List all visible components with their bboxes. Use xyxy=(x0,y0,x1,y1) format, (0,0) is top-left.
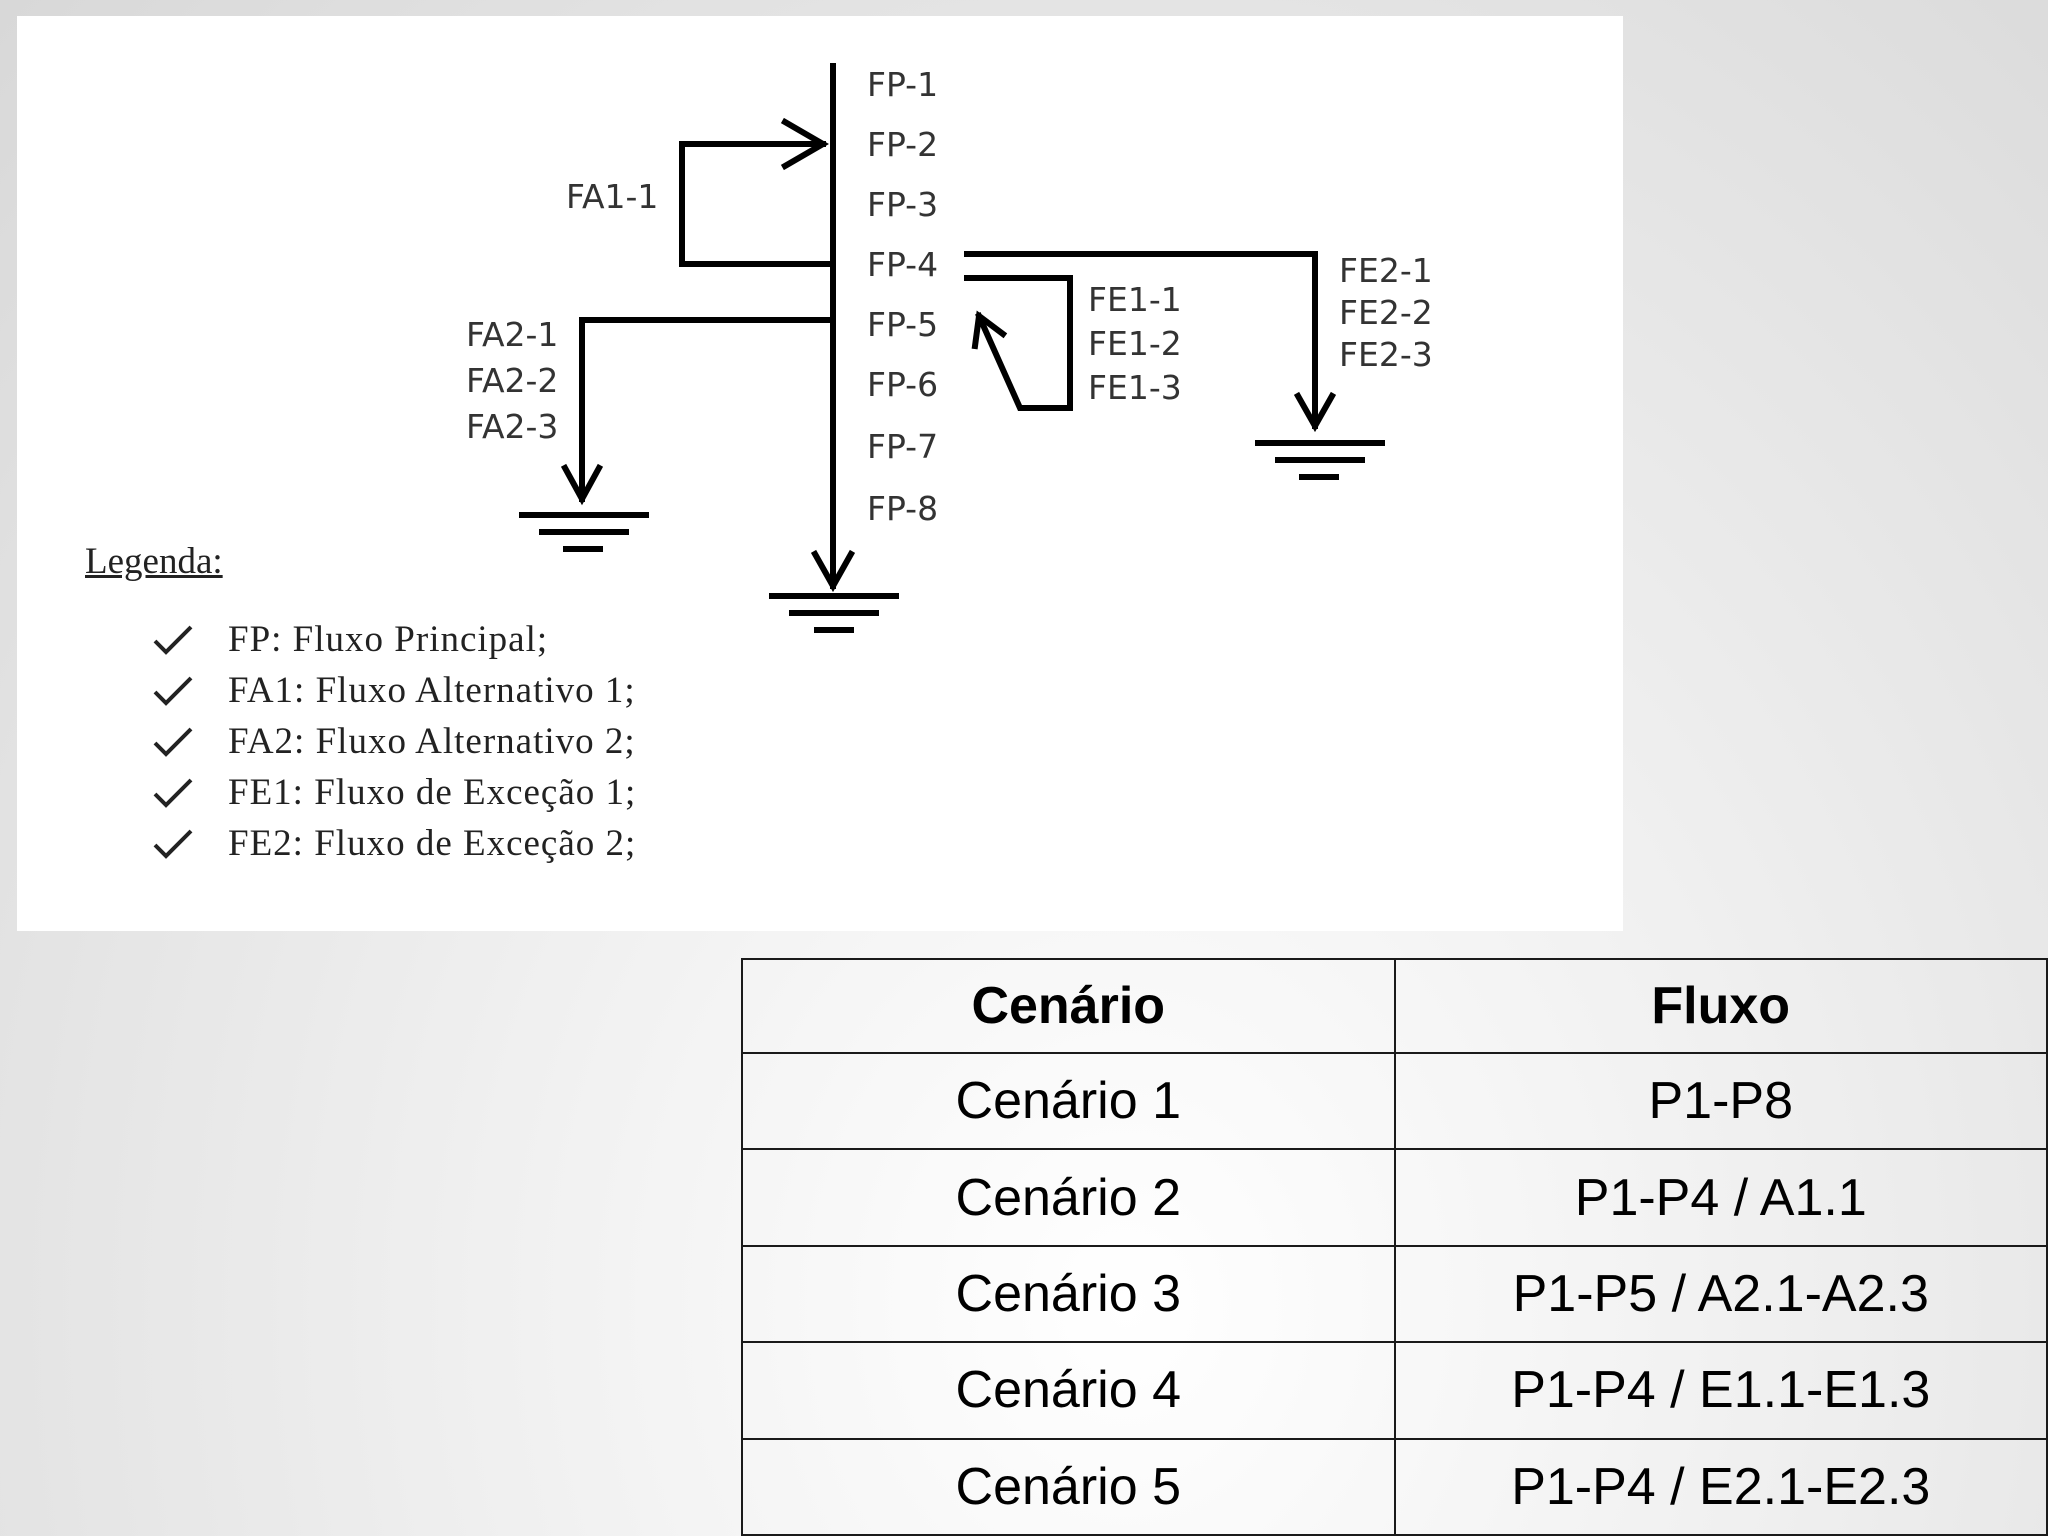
fp-6-label: FP-6 xyxy=(867,365,938,404)
checkmark-icon xyxy=(153,676,193,706)
checkmark-icon xyxy=(153,829,193,859)
exc-flow-2-arrowhead xyxy=(1293,391,1337,433)
flow-cell: P1-P4 / E2.1-E2.3 xyxy=(1393,1437,2048,1536)
legend-item-label: FA1: Fluxo Alternativo 1; xyxy=(228,670,636,711)
fe2-3-label: FE2-3 xyxy=(1339,335,1433,374)
fa2-3-label: FA2-3 xyxy=(466,407,558,446)
scenario-cell: Cenário 5 xyxy=(741,1437,1396,1536)
column-header-cenario: Cenário xyxy=(741,958,1396,1054)
legend-item-fp: FP: Fluxo Principal; xyxy=(152,614,636,665)
scenario-cell: Cenário 4 xyxy=(741,1341,1396,1440)
legend-title: Legenda: xyxy=(85,541,223,582)
exc-flow-1-loop xyxy=(964,275,1073,411)
checkmark-icon xyxy=(153,625,193,655)
legend-item-label: FE2: Fluxo de Exceção 2; xyxy=(228,823,637,864)
fp-1-label: FP-1 xyxy=(867,65,938,104)
alt-flow-1-loop xyxy=(679,141,836,267)
fe1-3-label: FE1-3 xyxy=(1088,368,1182,407)
alt-flow-2-line xyxy=(579,317,836,502)
fp-7-label: FP-7 xyxy=(867,427,938,466)
fp-2-label: FP-2 xyxy=(867,125,938,164)
table-row: Cenário 4 P1-P4 / E1.1-E1.3 xyxy=(741,1341,2048,1440)
fp-8-label: FP-8 xyxy=(867,489,938,528)
legend-item-label: FA2: Fluxo Alternativo 2; xyxy=(228,721,636,762)
scenario-cell: Cenário 2 xyxy=(741,1148,1396,1247)
flow-diagram-panel: FP-1 FP-2 FP-3 FP-4 FP-5 FP-6 FP-7 FP-8 … xyxy=(17,16,1623,931)
flow-cell: P1-P5 / A2.1-A2.3 xyxy=(1393,1244,2048,1344)
exc-flow-1-arrowhead xyxy=(971,310,1008,350)
column-header-fluxo: Fluxo xyxy=(1393,958,2048,1054)
fa2-1-label: FA2-1 xyxy=(466,315,558,354)
legend-item-fe2: FE2: Fluxo de Exceção 2; xyxy=(152,818,636,869)
exc-flow-2-line xyxy=(964,251,1318,429)
legend-item-fa1: FA1: Fluxo Alternativo 1; xyxy=(152,665,636,716)
legend-item-fe1: FE1: Fluxo de Exceção 1; xyxy=(152,767,636,818)
flow-cell: P1-P8 xyxy=(1393,1051,2048,1151)
table-row: Cenário 2 P1-P4 / A1.1 xyxy=(741,1148,2048,1247)
alt-flow-2-arrowhead xyxy=(560,463,604,506)
legend-list: FP: Fluxo Principal; FA1: Fluxo Alternat… xyxy=(152,614,636,869)
flow-diagram: FP-1 FP-2 FP-3 FP-4 FP-5 FP-6 FP-7 FP-8 … xyxy=(466,63,1433,633)
table-row: Cenário 1 P1-P8 xyxy=(741,1051,2048,1151)
fe2-2-label: FE2-2 xyxy=(1339,293,1433,332)
fe1-2-label: FE1-2 xyxy=(1088,324,1182,363)
scenario-table: Cenário Fluxo Cenário 1 P1-P8 Cenário 2 … xyxy=(741,958,2048,1536)
fe1-1-label: FE1-1 xyxy=(1088,280,1182,319)
fp-4-label: FP-4 xyxy=(867,245,938,284)
fp-3-label: FP-3 xyxy=(867,185,938,224)
flow-cell: P1-P4 / A1.1 xyxy=(1393,1148,2048,1247)
table-row: Cenário 5 P1-P4 / E2.1-E2.3 xyxy=(741,1437,2048,1536)
checkmark-icon xyxy=(153,778,193,808)
alt-flow-1-arrowhead xyxy=(780,117,829,171)
exc-flow-2-end-ground-icon xyxy=(1255,440,1385,480)
flow-cell: P1-P4 / E1.1-E1.3 xyxy=(1393,1341,2048,1440)
scenario-cell: Cenário 3 xyxy=(741,1244,1396,1344)
fa2-2-label: FA2-2 xyxy=(466,361,558,400)
fa1-1-label: FA1-1 xyxy=(566,177,658,216)
legend-item-label: FP: Fluxo Principal; xyxy=(228,619,549,660)
fe2-1-label: FE2-1 xyxy=(1339,251,1433,290)
legend-item-label: FE1: Fluxo de Exceção 1; xyxy=(228,772,637,813)
checkmark-icon xyxy=(153,727,193,757)
main-flow-arrowhead xyxy=(810,549,856,593)
table-header-row: Cenário Fluxo xyxy=(741,958,2048,1054)
fp-5-label: FP-5 xyxy=(867,305,938,344)
alt-flow-2-end-ground-icon xyxy=(519,512,649,552)
scenario-cell: Cenário 1 xyxy=(741,1051,1396,1151)
main-flow-end-ground-icon xyxy=(769,593,899,633)
legend-item-fa2: FA2: Fluxo Alternativo 2; xyxy=(152,716,636,767)
table-row: Cenário 3 P1-P5 / A2.1-A2.3 xyxy=(741,1244,2048,1344)
